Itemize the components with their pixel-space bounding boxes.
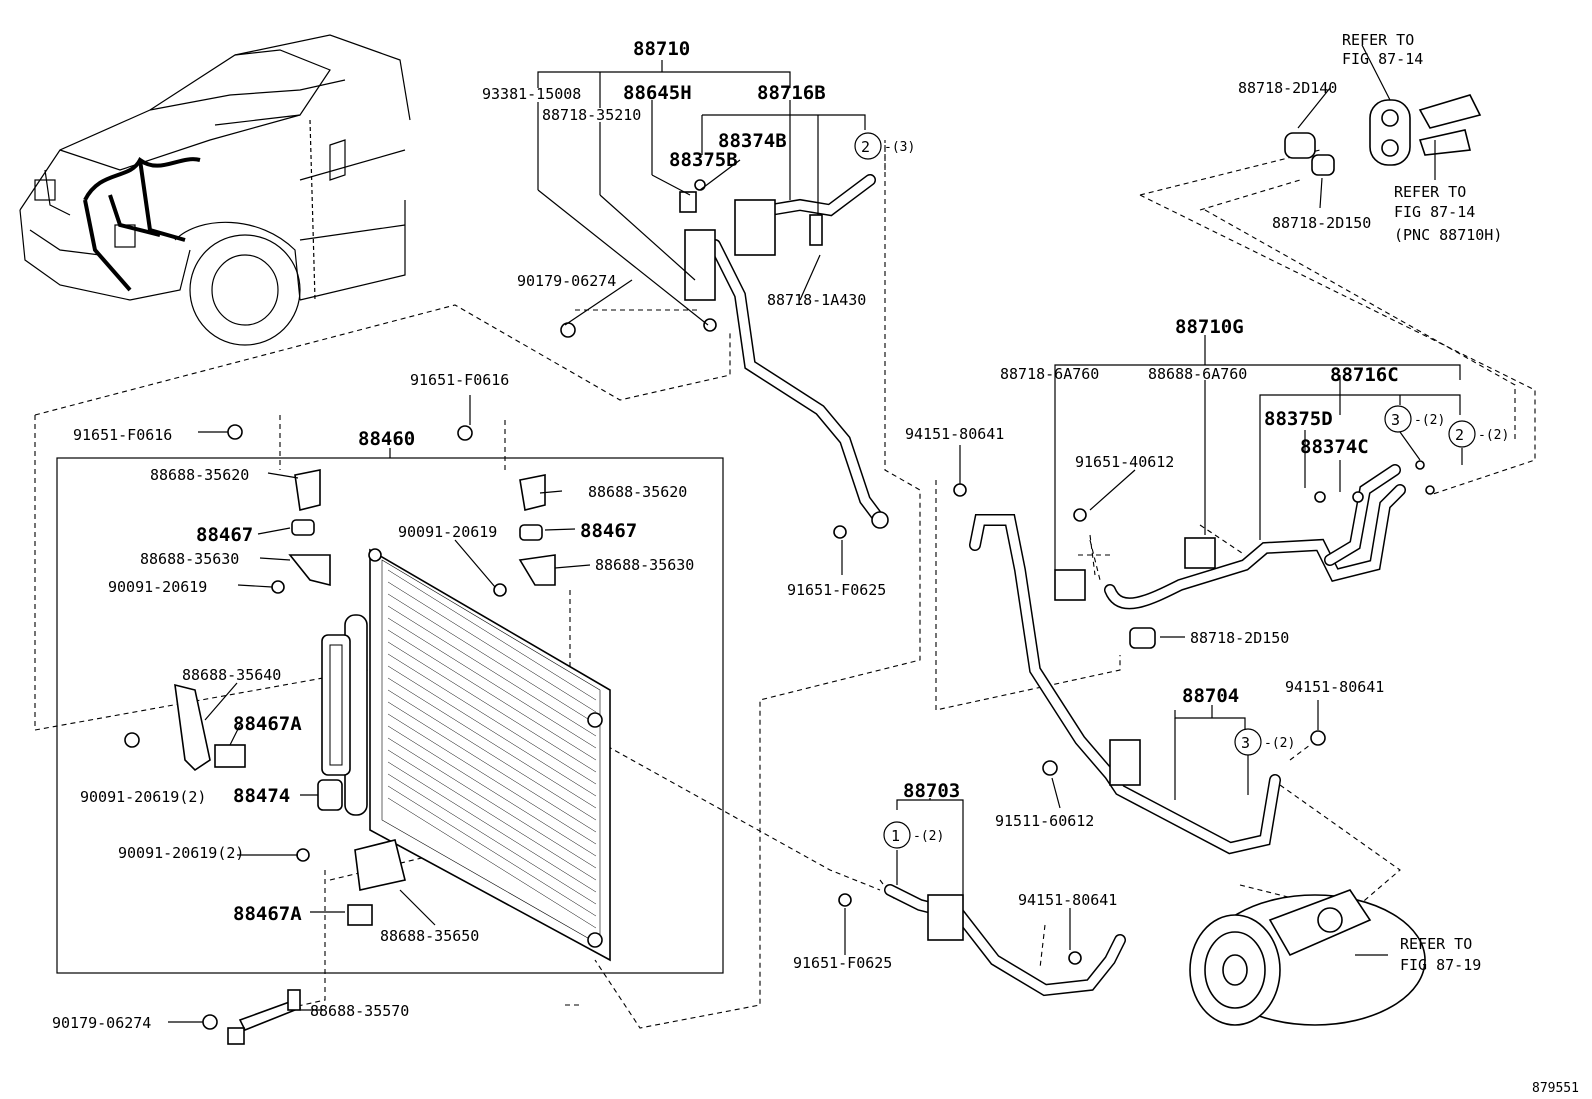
heading-88474: 88474	[233, 785, 290, 807]
tube-88710G	[1054, 460, 1435, 649]
refer-note-2-line1: REFER TO	[1394, 183, 1466, 201]
label-91651-f0625-lower: 91651-F0625	[793, 954, 892, 972]
heading-88716b: 88716B	[757, 82, 826, 104]
callout-number: 2	[861, 138, 870, 156]
compressor	[1189, 889, 1426, 1026]
refer-note-3-line1: REFER TO	[1400, 935, 1472, 953]
callout-qty: -(3)	[884, 140, 915, 155]
leader-lines	[168, 44, 1463, 1023]
label-88718-2d150-mid: 88718-2D150	[1190, 629, 1289, 647]
bracket-35570	[202, 989, 302, 1045]
condenser	[321, 548, 611, 962]
callout-2-right: 2 -(2)	[1448, 420, 1509, 448]
tube-88704	[953, 483, 1326, 855]
label-88688-6a760: 88688-6A760	[1148, 365, 1247, 383]
callout-number: 3	[1391, 411, 1400, 429]
callout-2-top: 2 -(3)	[854, 132, 915, 160]
heading-88467a-upper: 88467A	[233, 713, 302, 735]
label-88688-35650: 88688-35650	[380, 927, 479, 945]
label-94151-80641-right: 94151-80641	[1285, 678, 1384, 696]
callout-1-bot: 1 -(2)	[883, 821, 944, 849]
label-88718-35210: 88718-35210	[542, 106, 641, 124]
heading-88460: 88460	[358, 428, 415, 450]
tube-88716B	[560, 174, 889, 539]
label-91651-40612: 91651-40612	[1075, 453, 1174, 471]
label-88718-2d140: 88718-2D140	[1238, 79, 1337, 97]
heading-88375d: 88375D	[1264, 408, 1333, 430]
label-90091-20619-mid: 90091-20619	[398, 523, 497, 541]
label-88718-6a760: 88718-6A760	[1000, 365, 1099, 383]
callout-qty: -(2)	[1478, 428, 1509, 443]
label-91651-f0625-upper: 91651-F0625	[787, 581, 886, 599]
callout-number: 1	[891, 827, 900, 845]
callout-qty: -(2)	[913, 829, 944, 844]
label-88688-35620-right: 88688-35620	[588, 483, 687, 501]
label-90179-06274-top: 90179-06274	[517, 272, 616, 290]
label-91651-f0616-left: 91651-F0616	[73, 426, 172, 444]
vehicle-illustration	[19, 34, 411, 346]
tube-88703	[838, 884, 1126, 997]
heading-88704: 88704	[1182, 685, 1239, 707]
condenser-hardware	[124, 424, 556, 926]
callout-3-mid: 3 -(2)	[1234, 728, 1295, 756]
label-91651-f0616-right: 91651-F0616	[410, 371, 509, 389]
heading-88467a-lower: 88467A	[233, 903, 302, 925]
label-93381-15008: 93381-15008	[482, 85, 581, 103]
label-88688-35630-left: 88688-35630	[140, 550, 239, 568]
label-88688-35620-left: 88688-35620	[150, 466, 249, 484]
callout-qty: -(2)	[1414, 413, 1445, 428]
diagram-id: 879551	[1532, 1081, 1579, 1096]
heading-88467-left: 88467	[196, 524, 253, 546]
label-90179-06274-bottom: 90179-06274	[52, 1014, 151, 1032]
label-88688-35630-right: 88688-35630	[595, 556, 694, 574]
label-90091-20619-2-lower: 90091-20619(2)	[118, 844, 244, 862]
refer-note-1-line1: REFER TO	[1342, 31, 1414, 49]
heading-88467-right: 88467	[580, 520, 637, 542]
label-90091-20619-left: 90091-20619	[108, 578, 207, 596]
label-90091-20619-2-upper: 90091-20619(2)	[80, 788, 206, 806]
heading-88710g: 88710G	[1175, 316, 1244, 338]
label-88688-35640: 88688-35640	[182, 666, 281, 684]
callout-number: 2	[1455, 426, 1464, 444]
heading-88710: 88710	[633, 38, 690, 60]
heading-88645h: 88645H	[623, 82, 692, 104]
callout-number: 3	[1241, 734, 1250, 752]
refer-fittings	[1284, 94, 1482, 176]
heading-88374b: 88374B	[718, 130, 787, 152]
refer-note-3-line2: FIG 87-19	[1400, 956, 1481, 974]
heading-88374c: 88374C	[1300, 436, 1369, 458]
label-88718-2d150-top: 88718-2D150	[1272, 214, 1371, 232]
callout-qty: -(2)	[1264, 736, 1295, 751]
heading-88703: 88703	[903, 780, 960, 802]
heading-88716c: 88716C	[1330, 364, 1399, 386]
refer-note-2-line3: (PNC 88710H)	[1394, 226, 1502, 244]
refer-note-1-line2: FIG 87-14	[1342, 50, 1423, 68]
label-88688-35570: 88688-35570	[310, 1002, 409, 1020]
label-94151-80641-top: 94151-80641	[905, 425, 1004, 443]
callout-3-right: 3 -(2)	[1384, 405, 1445, 433]
refer-note-2-line2: FIG 87-14	[1394, 203, 1475, 221]
label-91511-60612: 91511-60612	[995, 812, 1094, 830]
heading-88375b: 88375B	[669, 149, 738, 171]
label-88718-1a430: 88718-1A430	[767, 291, 866, 309]
label-94151-80641-bottom: 94151-80641	[1018, 891, 1117, 909]
